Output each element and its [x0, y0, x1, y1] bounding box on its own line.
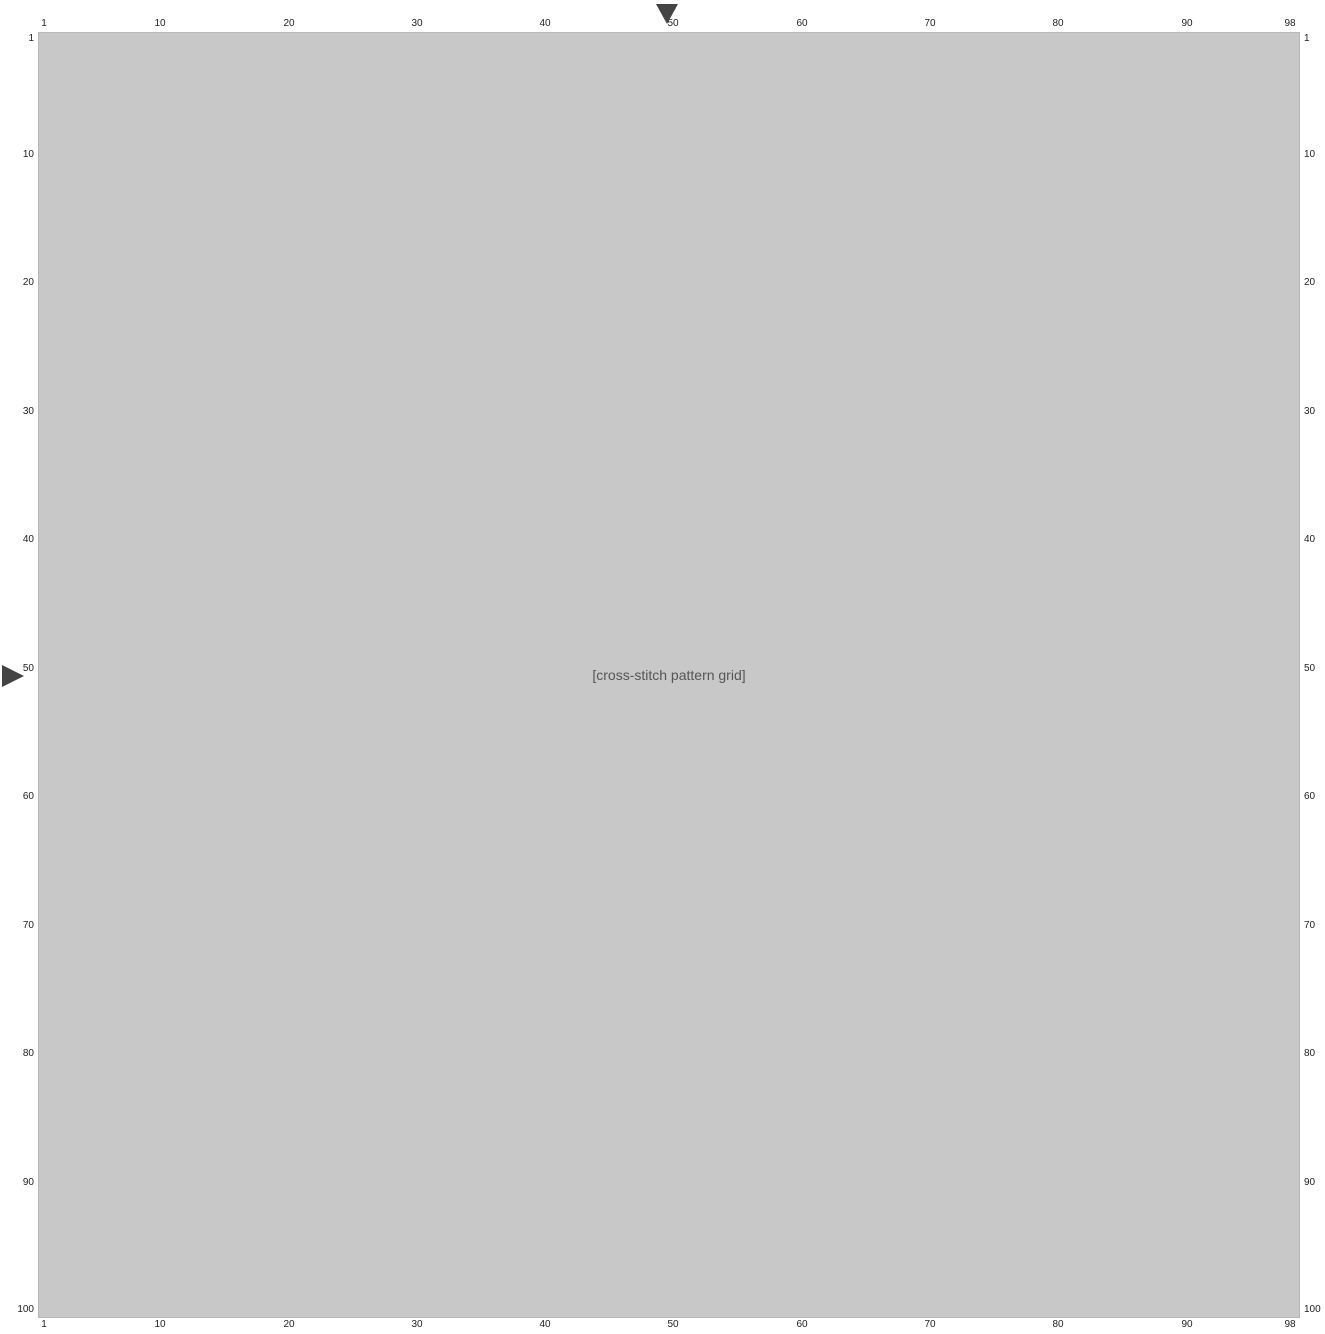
col-label-bottom: 60 [796, 1320, 807, 1330]
col-label-bottom: 10 [154, 1320, 165, 1330]
row-label-right: 20 [1304, 278, 1325, 288]
col-label-bottom: 80 [1052, 1320, 1063, 1330]
row-label-right: 1 [1304, 34, 1325, 44]
col-label-top: 20 [283, 19, 294, 29]
center-column-marker-icon [656, 4, 678, 24]
row-label-left: 90 [4, 1178, 34, 1188]
col-label-top: 90 [1181, 19, 1192, 29]
row-label-left: 60 [4, 792, 34, 802]
col-label-top: 98 [1284, 19, 1295, 29]
col-label-bottom: 20 [283, 1320, 294, 1330]
row-label-left: 80 [4, 1049, 34, 1059]
row-label-left: 100 [4, 1305, 34, 1315]
row-label-left: 10 [4, 150, 34, 160]
col-label-bottom: 50 [667, 1320, 678, 1330]
col-label-top: 80 [1052, 19, 1063, 29]
col-label-top: 60 [796, 19, 807, 29]
col-label-bottom: 70 [924, 1320, 935, 1330]
center-row-marker-icon [2, 665, 24, 687]
row-label-left: 40 [4, 535, 34, 545]
row-label-right: 100 [1304, 1305, 1325, 1315]
pattern-grid-placeholder: [cross-stitch pattern grid] [38, 32, 1300, 1318]
row-label-left: 70 [4, 921, 34, 931]
row-label-right: 40 [1304, 535, 1325, 545]
row-label-left: 20 [4, 278, 34, 288]
col-label-top: 10 [154, 19, 165, 29]
col-label-top: 40 [539, 19, 550, 29]
col-label-bottom: 1 [41, 1320, 47, 1330]
col-label-top: 30 [411, 19, 422, 29]
col-label-top: 70 [924, 19, 935, 29]
row-label-right: 10 [1304, 150, 1325, 160]
row-label-right: 60 [1304, 792, 1325, 802]
row-label-right: 30 [1304, 407, 1325, 417]
row-label-right: 80 [1304, 1049, 1325, 1059]
placeholder-label: [cross-stitch pattern grid] [592, 667, 745, 683]
col-label-bottom: 90 [1181, 1320, 1192, 1330]
row-label-right: 50 [1304, 664, 1325, 674]
col-label-top: 1 [41, 19, 47, 29]
row-label-right: 70 [1304, 921, 1325, 931]
col-label-bottom: 98 [1284, 1320, 1295, 1330]
col-label-bottom: 40 [539, 1320, 550, 1330]
row-label-left: 1 [4, 34, 34, 44]
row-label-right: 90 [1304, 1178, 1325, 1188]
col-label-bottom: 30 [411, 1320, 422, 1330]
row-label-left: 30 [4, 407, 34, 417]
